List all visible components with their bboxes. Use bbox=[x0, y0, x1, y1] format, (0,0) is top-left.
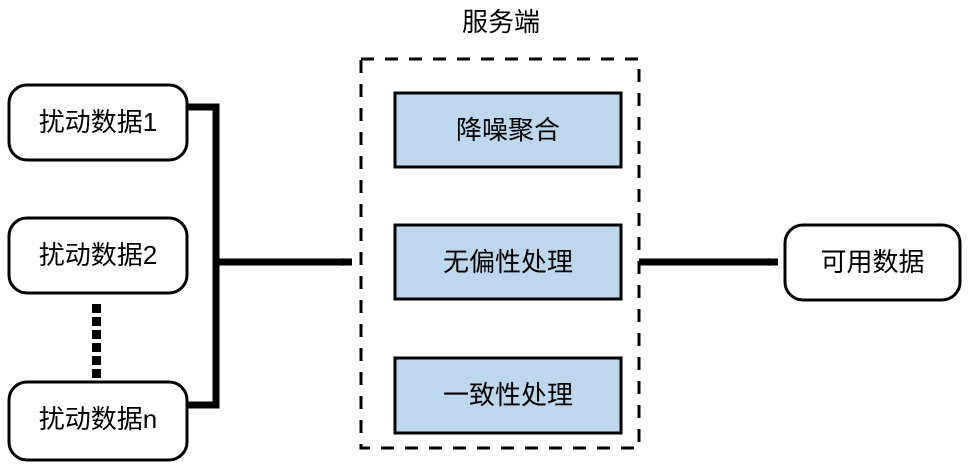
source-node-n-shape[interactable] bbox=[7, 380, 189, 462]
server-group-title: 服务端 bbox=[461, 7, 540, 37]
source-node-1-shape[interactable] bbox=[7, 83, 189, 162]
process-node-3-shape[interactable] bbox=[393, 356, 623, 435]
source-node-2-shape[interactable] bbox=[7, 216, 189, 295]
process-node-1-shape[interactable] bbox=[393, 91, 623, 169]
vertical-ellipsis-icon bbox=[92, 304, 101, 378]
sources-bracket bbox=[186, 103, 220, 409]
server-group-boundary bbox=[359, 57, 641, 450]
process-node-2-shape[interactable] bbox=[393, 223, 623, 301]
output-node-1-shape[interactable] bbox=[783, 223, 962, 302]
